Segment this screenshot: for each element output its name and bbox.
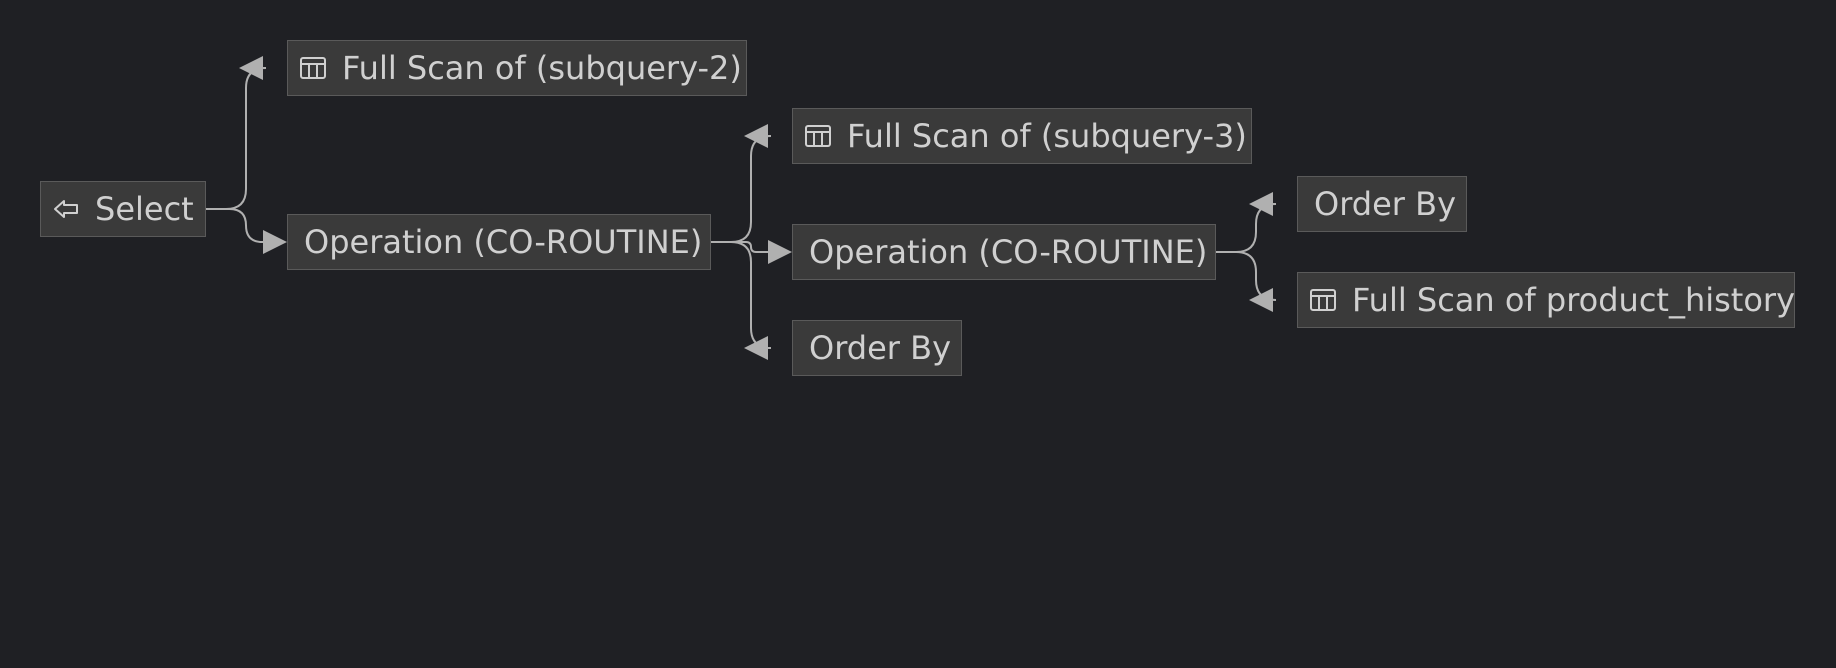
node-full-scan-product-history-label: Full Scan of product_history [1352, 281, 1796, 319]
node-select[interactable]: Select [40, 181, 206, 237]
node-operation-co-routine-1[interactable]: Operation (CO-ROUTINE) [287, 214, 711, 270]
node-operation-2-label: Operation (CO-ROUTINE) [809, 233, 1208, 271]
edge-operation_2-to-scan_product_history [1216, 251, 1277, 312]
node-full-scan-subquery-3-label: Full Scan of (subquery-3) [847, 117, 1247, 155]
table-icon [803, 121, 833, 151]
node-full-scan-subquery-2-label: Full Scan of (subquery-2) [342, 49, 742, 87]
table-icon [1308, 285, 1338, 315]
node-order-by-2-label: Order By [1314, 185, 1456, 223]
node-full-scan-product-history[interactable]: Full Scan of product_history [1297, 272, 1795, 328]
node-full-scan-subquery-2[interactable]: Full Scan of (subquery-2) [287, 40, 747, 96]
edge-select-to-operation_1 [206, 208, 287, 254]
edge-operation_1-to-operation_2 [711, 240, 792, 264]
edge-operation_2-to-order_by_2 [1216, 192, 1277, 253]
node-order-by-2[interactable]: Order By [1297, 176, 1467, 232]
node-operation-1-label: Operation (CO-ROUTINE) [304, 223, 703, 261]
node-full-scan-subquery-3[interactable]: Full Scan of (subquery-3) [792, 108, 1252, 164]
node-order-by-1[interactable]: Order By [792, 320, 962, 376]
table-icon [298, 53, 328, 83]
node-select-label: Select [95, 190, 194, 228]
node-order-by-1-label: Order By [809, 329, 951, 367]
edge-operation_1-to-scan_subquery_3 [711, 124, 772, 243]
arrow-left-outline-icon [51, 194, 81, 224]
edge-operation_1-to-order_by_1 [711, 241, 772, 360]
edge-select-to-scan_subquery_2 [206, 56, 267, 210]
node-operation-co-routine-2[interactable]: Operation (CO-ROUTINE) [792, 224, 1216, 280]
